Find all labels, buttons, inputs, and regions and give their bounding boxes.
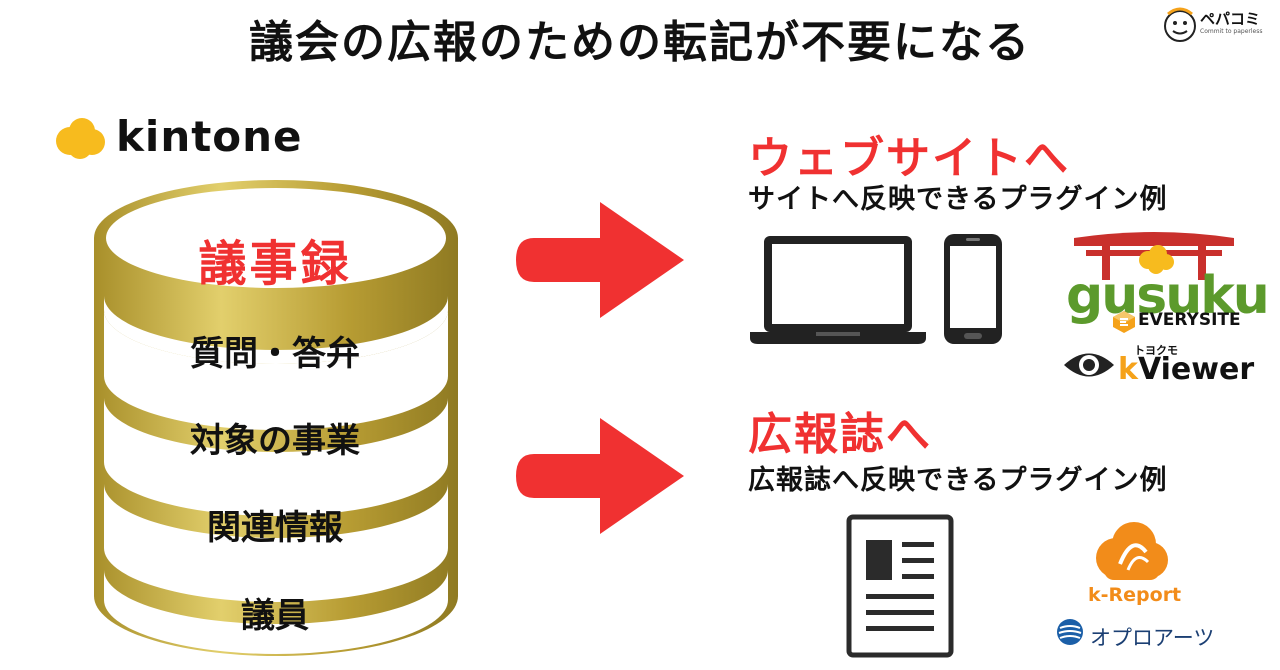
website-subheading: サイトへ反映できるプラグイン例 bbox=[748, 184, 1168, 215]
kviewer-logo-rest: Viewer bbox=[1137, 352, 1255, 387]
kviewer-logo-text: kViewer bbox=[1118, 352, 1254, 387]
kviewer-logo-k: k bbox=[1118, 352, 1138, 387]
gusuku-torii-icon bbox=[1074, 232, 1234, 280]
brand-name: ペパコミ bbox=[1200, 10, 1261, 28]
oproarts-logo-text: オプロアーツ bbox=[1090, 626, 1215, 650]
database-layer-projects: 対象の事業 bbox=[190, 421, 360, 461]
everysite-logo-text: EVERYSITE bbox=[1138, 310, 1241, 330]
kviewer-company-text: トヨクモ bbox=[1134, 344, 1178, 357]
brand-tagline: Commit to paperless bbox=[1200, 28, 1263, 35]
website-heading: ウェブサイトへ bbox=[748, 133, 1070, 184]
laptop-icon bbox=[750, 236, 926, 344]
page-title: 議会の広報のための転記が不要になる bbox=[249, 17, 1031, 68]
database-layer-members: 議員 bbox=[241, 596, 309, 636]
database-layer-qa: 質問・答弁 bbox=[190, 334, 360, 374]
database-layer-related-info: 関連情報 bbox=[207, 508, 343, 548]
brand-logo bbox=[1164, 7, 1196, 42]
database-cylinder bbox=[94, 180, 458, 656]
kviewer-eye-icon bbox=[1064, 353, 1114, 377]
arrow-right-icon bbox=[516, 202, 684, 318]
everysite-cube-icon bbox=[1113, 311, 1135, 333]
kintone-logo-text: kintone bbox=[116, 112, 303, 161]
smartphone-icon bbox=[944, 234, 1002, 344]
kreport-cloud-icon bbox=[1096, 522, 1168, 580]
document-icon bbox=[846, 514, 954, 658]
database-title: 議事録 bbox=[198, 236, 352, 292]
kintone-cloud-icon bbox=[56, 118, 105, 159]
kreport-logo-text: k-Report bbox=[1088, 584, 1182, 606]
publication-heading: 広報誌へ bbox=[748, 409, 932, 460]
publication-subheading: 広報誌へ反映できるプラグイン例 bbox=[748, 465, 1168, 496]
arrow-right-icon bbox=[516, 418, 684, 534]
oproarts-logo-icon bbox=[1057, 619, 1083, 645]
gusuku-logo-text: gusuku bbox=[1066, 266, 1270, 326]
